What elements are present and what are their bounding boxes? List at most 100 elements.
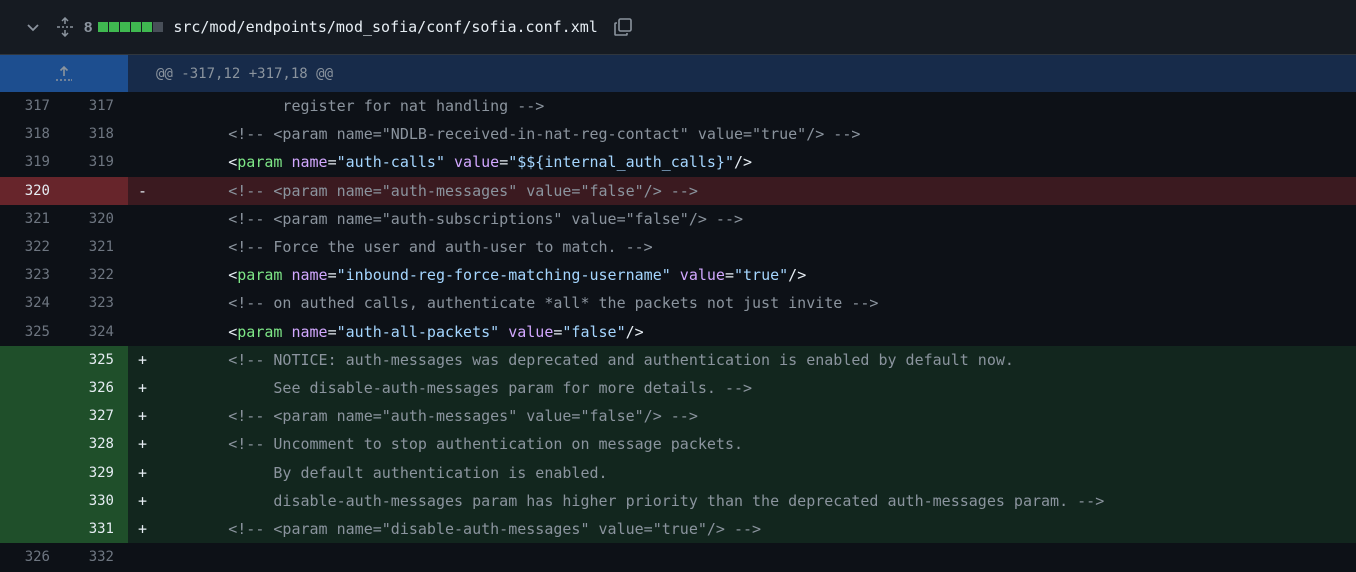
- new-line-number[interactable]: 330: [64, 486, 128, 515]
- copy-icon[interactable]: [612, 16, 634, 38]
- new-line-number[interactable]: 325: [64, 345, 128, 374]
- diff-line[interactable]: 325+ <!-- NOTICE: auth-messages was depr…: [0, 345, 1356, 374]
- old-line-number[interactable]: 317: [0, 92, 64, 121]
- code-punctuation: =: [327, 322, 337, 341]
- old-line-number[interactable]: [0, 345, 64, 374]
- new-line-number[interactable]: 327: [64, 402, 128, 431]
- old-line-number[interactable]: 325: [0, 317, 64, 346]
- old-line-number[interactable]: 322: [0, 232, 64, 262]
- diff-line[interactable]: 331+ <!-- <param name="disable-auth-mess…: [0, 514, 1356, 543]
- old-line-number[interactable]: 319: [0, 148, 64, 177]
- new-line-number[interactable]: 321: [64, 232, 128, 262]
- code-content: See disable-auth-messages param for more…: [156, 378, 753, 397]
- code-content: By default authentication is enabled.: [156, 463, 608, 482]
- diff-line[interactable]: 326 + See disable-auth-messages param for…: [0, 373, 1356, 403]
- new-line-number[interactable]: 319: [64, 148, 128, 177]
- new-line-number[interactable]: 332: [64, 543, 128, 572]
- diff-line[interactable]: 329 + By default authentication is enable…: [0, 458, 1356, 487]
- xml-string: "$${internal_auth_calls}": [508, 153, 734, 172]
- code-content: <!-- <param name="NDLB-received-in-nat-r…: [156, 125, 861, 144]
- xml-string: "inbound-reg-force-matching-username": [336, 266, 671, 285]
- code-content: disable-auth-messages param has higher p…: [156, 491, 1105, 510]
- diffstat-square: [109, 22, 120, 32]
- diff-line[interactable]: 327 + <!-- <param name="auth-messages" va…: [0, 402, 1356, 431]
- diff-marker: +: [138, 407, 148, 426]
- diffstat-square: [131, 22, 142, 32]
- diff-marker: +: [138, 463, 148, 482]
- diff-marker: -: [138, 181, 148, 200]
- code-punctuation: =: [499, 153, 509, 172]
- code-punctuation: <: [156, 266, 238, 285]
- xml-string: "false": [562, 322, 626, 341]
- new-line-number[interactable]: 326: [64, 373, 128, 403]
- diff-marker: +: [138, 491, 148, 510]
- old-line-number[interactable]: 326: [0, 543, 64, 572]
- diff-marker: +: [138, 378, 148, 397]
- new-line-number[interactable]: 322: [64, 261, 128, 290]
- new-line-number[interactable]: 318: [64, 120, 128, 149]
- new-line-number[interactable]: 317: [64, 92, 128, 121]
- expand-all-icon[interactable]: [54, 16, 76, 38]
- diff-line[interactable]: 330 + disable-auth-messages param has hig…: [0, 486, 1356, 515]
- new-line-number[interactable]: 324: [64, 317, 128, 346]
- xml-tag: param: [237, 266, 283, 285]
- old-line-number[interactable]: [0, 402, 64, 431]
- old-line-number[interactable]: 320: [0, 176, 64, 205]
- expand-up-button[interactable]: [0, 55, 128, 92]
- diff-line[interactable]: 320- <!-- <param name="auth-messages" va…: [0, 176, 1356, 205]
- expand-up-icon: [56, 65, 72, 81]
- old-line-number[interactable]: [0, 486, 64, 515]
- old-line-number[interactable]: 324: [0, 289, 64, 318]
- code-punctuation: =: [327, 266, 337, 285]
- new-line-number[interactable]: 331: [64, 514, 128, 543]
- xml-attribute: name: [291, 266, 328, 285]
- old-line-number[interactable]: [0, 373, 64, 403]
- xml-attribute: value: [508, 322, 554, 341]
- code-punctuation: <: [156, 153, 238, 172]
- old-line-number[interactable]: 318: [0, 120, 64, 149]
- file-path[interactable]: src/mod/endpoints/mod_sofia/conf/sofia.c…: [173, 18, 598, 36]
- code-space: [671, 266, 680, 284]
- diffstat-square: [120, 22, 131, 32]
- code-content: <!-- Uncomment to stop authentication on…: [156, 435, 743, 454]
- code-punctuation: />: [734, 153, 753, 172]
- old-line-number[interactable]: [0, 514, 64, 543]
- code-content: <!-- Force the user and auth-user to mat…: [156, 238, 653, 257]
- code-content: register for nat handling -->: [156, 97, 545, 116]
- code-content: <param name="inbound-reg-force-matching-…: [156, 266, 806, 284]
- code-content: <!-- NOTICE: auth-messages was deprecate…: [156, 350, 1014, 369]
- xml-tag: param: [237, 322, 283, 341]
- code-space: [499, 323, 508, 341]
- code-content: <!-- <param name="auth-messages" value="…: [156, 407, 698, 426]
- xml-string: "auth-all-packets": [336, 322, 500, 341]
- old-line-number[interactable]: 321: [0, 204, 64, 233]
- new-line-number[interactable]: 328: [64, 430, 128, 459]
- code-punctuation: />: [788, 266, 807, 285]
- chevron-down-icon[interactable]: [24, 18, 42, 36]
- xml-attribute: value: [679, 266, 725, 285]
- diffstat-bar: [98, 22, 164, 32]
- old-line-number[interactable]: [0, 430, 64, 459]
- code-punctuation: =: [553, 322, 563, 341]
- hunk-header: @@ -317,12 +317,18 @@: [0, 55, 1356, 92]
- diff-line[interactable]: 328+ <!-- Uncomment to stop authenticati…: [0, 430, 1356, 459]
- old-line-number[interactable]: [0, 458, 64, 487]
- code-content: <param name="auth-calls" value="$${inter…: [156, 153, 752, 171]
- code-content: <!-- <param name="disable-auth-messages"…: [156, 519, 762, 538]
- new-line-number[interactable]: 329: [64, 458, 128, 487]
- code-punctuation: />: [625, 322, 644, 341]
- new-line-number[interactable]: 320: [64, 204, 128, 233]
- old-line-number[interactable]: 323: [0, 261, 64, 290]
- new-line-number[interactable]: 323: [64, 289, 128, 318]
- new-line-number[interactable]: [64, 176, 128, 205]
